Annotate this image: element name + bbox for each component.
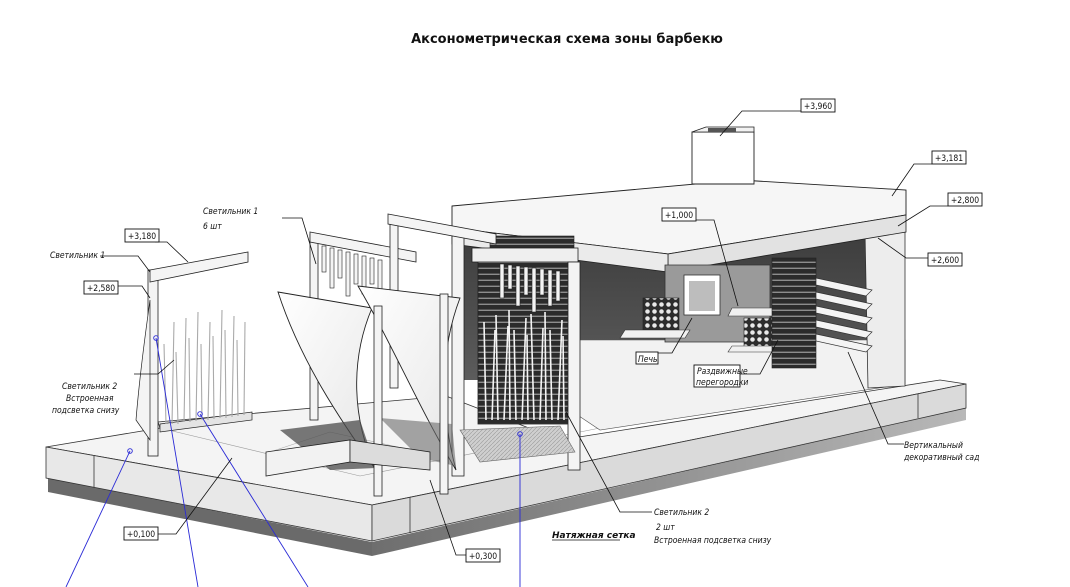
pavilion — [451, 126, 907, 477]
label-partitions-2: перегородки — [696, 378, 748, 388]
mark-2580: +2,580 — [87, 284, 115, 294]
label-lamp1-top: Светильник 1 — [203, 207, 258, 217]
mark-3960: +3,960 — [804, 102, 832, 112]
label-lamp2-right: Светильник 2 — [654, 508, 709, 518]
mark-1000: +1,000 — [665, 211, 693, 221]
label-partitions-1: Раздвижные — [697, 367, 748, 377]
label-lamp2-right-qty: 2 шт — [656, 523, 675, 533]
mark-2800: +2,800 — [951, 196, 979, 206]
mark-3180: +3,180 — [128, 232, 156, 242]
mark-0300: +0,300 — [469, 552, 497, 562]
level-marks: +3,960 +3,181 +2,800 +2,600 +1,000 +3,18… — [83, 98, 983, 563]
diagram-title: Аксонометрическая схема зоны барбекю — [411, 32, 723, 47]
label-stove: Печь — [638, 355, 658, 365]
label-vgarden-2: декоративный сад — [903, 453, 979, 463]
label-mesh: Натяжная сетка — [552, 531, 636, 541]
label-lamp1-top-qty: 6 шт — [203, 222, 222, 232]
leader-lines — [100, 110, 948, 556]
mark-2600: +2,600 — [931, 256, 959, 266]
callout-labels: Светильник 1 Светильник 1 6 шт Светильни… — [50, 207, 979, 546]
label-vgarden-1: Вертикальный — [904, 441, 963, 451]
label-lamp2-left-1: Светильник 2 — [62, 382, 117, 392]
label-lamp2-left-2: Встроенная — [66, 394, 114, 404]
section-lines — [65, 337, 521, 587]
pergola — [265, 213, 561, 497]
label-lamp1-left: Светильник 1 — [50, 251, 105, 261]
label-lamp2-right-desc: Встроенная подсветка снизу — [654, 536, 772, 546]
mark-0100: +0,100 — [127, 530, 155, 540]
mark-3181: +3,181 — [935, 154, 963, 164]
label-lamp2-left-3: подсветка снизу — [52, 406, 120, 416]
